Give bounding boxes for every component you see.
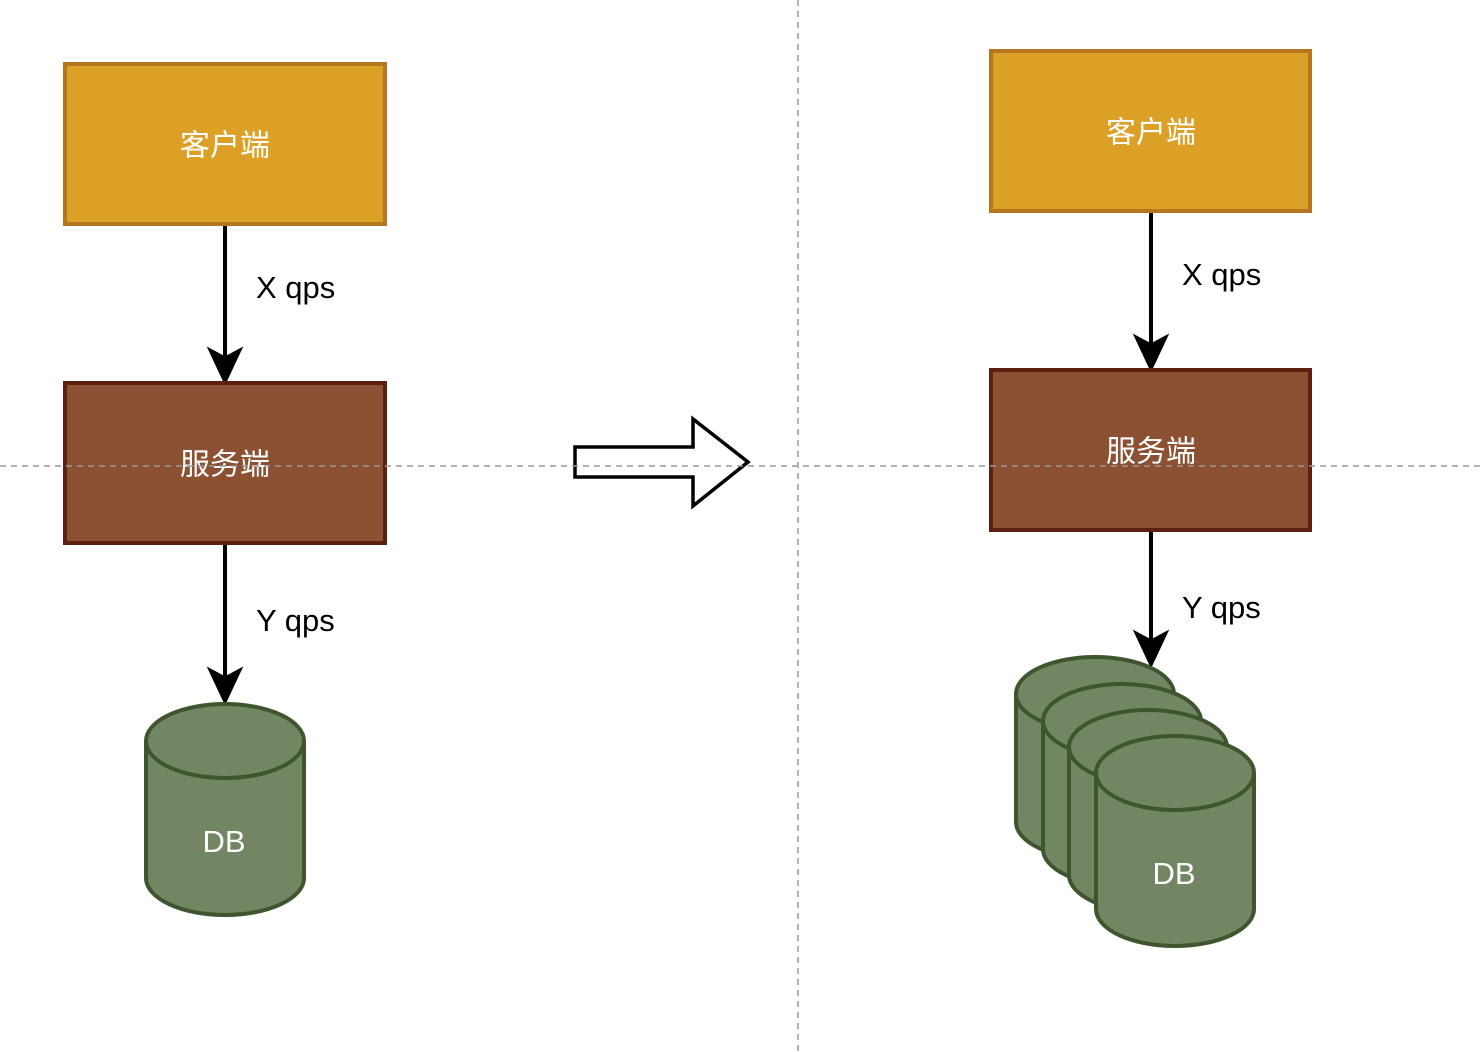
left-diagram: 客户端 X qps 服务端 Y qps DB — [63, 62, 387, 917]
right-edge-y-qps-label: Y qps — [1182, 590, 1261, 625]
left-edge-x-qps-label: X qps — [256, 270, 335, 305]
right-edge-server-db-arrowhead — [1132, 629, 1170, 669]
left-client-box — [63, 62, 387, 226]
left-server-label: 服务端 — [180, 448, 270, 483]
right-server-label: 服务端 — [1106, 435, 1196, 470]
right-edge-x-qps-label: X qps — [1182, 257, 1261, 292]
right-client-box — [989, 49, 1312, 213]
right-server-box — [989, 368, 1312, 532]
left-client-label: 客户端 — [180, 129, 270, 164]
left-edge-server-db-arrowhead — [206, 666, 244, 706]
hollow-right-arrow-icon — [573, 415, 751, 510]
right-diagram: 客户端 X qps 服务端 Y qps DB — [989, 49, 1312, 948]
right-client-label: 客户端 — [1106, 116, 1196, 151]
right-db-cylinder-4 — [1094, 734, 1256, 948]
left-edge-y-qps-label: Y qps — [256, 603, 335, 638]
right-db-label: DB — [1152, 856, 1195, 891]
left-db-label: DB — [202, 824, 245, 859]
left-db-cylinder — [144, 702, 306, 917]
left-server-box — [63, 381, 387, 545]
left-edge-client-server-arrowhead — [206, 346, 244, 386]
right-edge-client-server-arrowhead — [1132, 333, 1170, 373]
